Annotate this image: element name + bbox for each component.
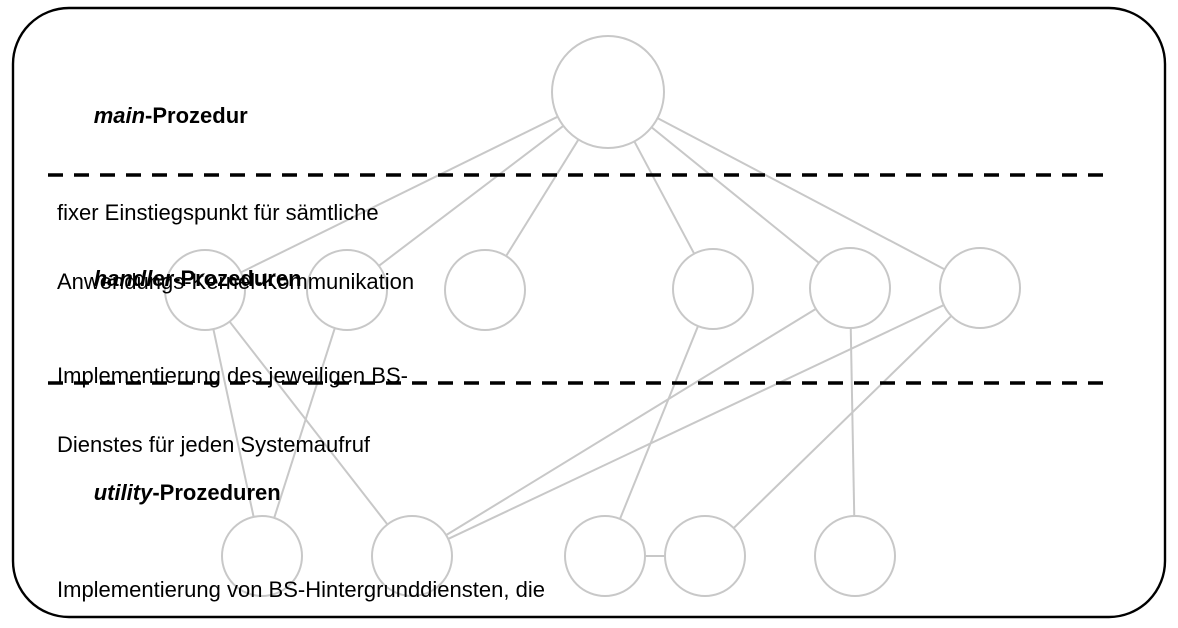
layer-caption-main: main-Prozedur fixer Einstiegspunkt für s… bbox=[57, 33, 414, 336]
edge-group bbox=[212, 115, 953, 557]
edge-handler-5-to-utility-2 bbox=[445, 308, 817, 536]
layer-title-rest-main: -Prozedur bbox=[145, 102, 248, 128]
node-handler-4[interactable] bbox=[672, 248, 754, 330]
layer-body-handler-line-1: Implementierung des jeweiligen BS- bbox=[57, 363, 408, 389]
node-utility-1[interactable] bbox=[221, 515, 303, 597]
node-utility-2[interactable] bbox=[371, 515, 453, 597]
layer-body-handler-line-2: Dienstes für jeden Systemaufruf bbox=[57, 431, 371, 457]
edge-handler-4-to-utility-3 bbox=[619, 325, 699, 520]
edge-handler-6-to-utility-2 bbox=[447, 304, 945, 540]
node-utility-5[interactable] bbox=[814, 515, 896, 597]
edge-handler-1-to-utility-2 bbox=[228, 320, 389, 526]
node-handler-2[interactable] bbox=[306, 249, 388, 331]
edge-handler-6-to-utility-4 bbox=[732, 315, 953, 529]
edge-handler-5-to-utility-5 bbox=[849, 327, 856, 517]
layer-body-utility-line-1: Implementierung von BS-Hintergrunddienst… bbox=[57, 577, 545, 603]
layer-title-rest-utility: -Prozeduren bbox=[152, 479, 281, 505]
edge-main-1-to-handler-5 bbox=[650, 126, 820, 264]
edge-handler-1-to-utility-1 bbox=[212, 328, 255, 518]
node-utility-3[interactable] bbox=[564, 515, 646, 597]
node-handler-1[interactable] bbox=[164, 249, 246, 331]
node-main-1[interactable] bbox=[551, 35, 665, 149]
outer-rounded-border bbox=[11, 6, 1167, 619]
layer-title-rest-handler: -Prozeduren bbox=[173, 265, 302, 291]
edge-main-1-to-handler-3 bbox=[505, 139, 580, 257]
edge-main-1-to-handler-6 bbox=[657, 117, 946, 271]
layer-title-handler: handler-Prozeduren bbox=[57, 237, 408, 321]
node-utility-4[interactable] bbox=[664, 515, 746, 597]
layer-caption-handler: handler-Prozeduren Implementierung des j… bbox=[57, 196, 408, 499]
node-handler-5[interactable] bbox=[809, 247, 891, 329]
edge-main-1-to-handler-2 bbox=[378, 125, 564, 267]
layer-title-main: main-Prozedur bbox=[57, 74, 414, 158]
edge-main-1-to-handler-1 bbox=[240, 115, 559, 274]
layer-keyword-handler: handler bbox=[93, 265, 174, 291]
node-group bbox=[164, 35, 1021, 597]
node-handler-6[interactable] bbox=[939, 247, 1021, 329]
layer-title-utility: utility-Prozeduren bbox=[57, 451, 547, 535]
layer-keyword-utility: utility bbox=[93, 479, 153, 505]
layer-caption-utility: utility-Prozeduren Implementierung von B… bbox=[57, 410, 547, 628]
edge-main-1-to-handler-4 bbox=[633, 140, 696, 255]
layer-keyword-main: main bbox=[93, 102, 146, 128]
divider-group bbox=[48, 173, 1112, 385]
layer-body-main-line-1: fixer Einstiegspunkt für sämtliche bbox=[57, 200, 379, 226]
edge-handler-2-to-utility-1 bbox=[273, 327, 336, 519]
node-handler-3[interactable] bbox=[444, 249, 526, 331]
layer-body-main-line-2: Anwendungs-Kernel-Kommunikation bbox=[57, 268, 415, 294]
